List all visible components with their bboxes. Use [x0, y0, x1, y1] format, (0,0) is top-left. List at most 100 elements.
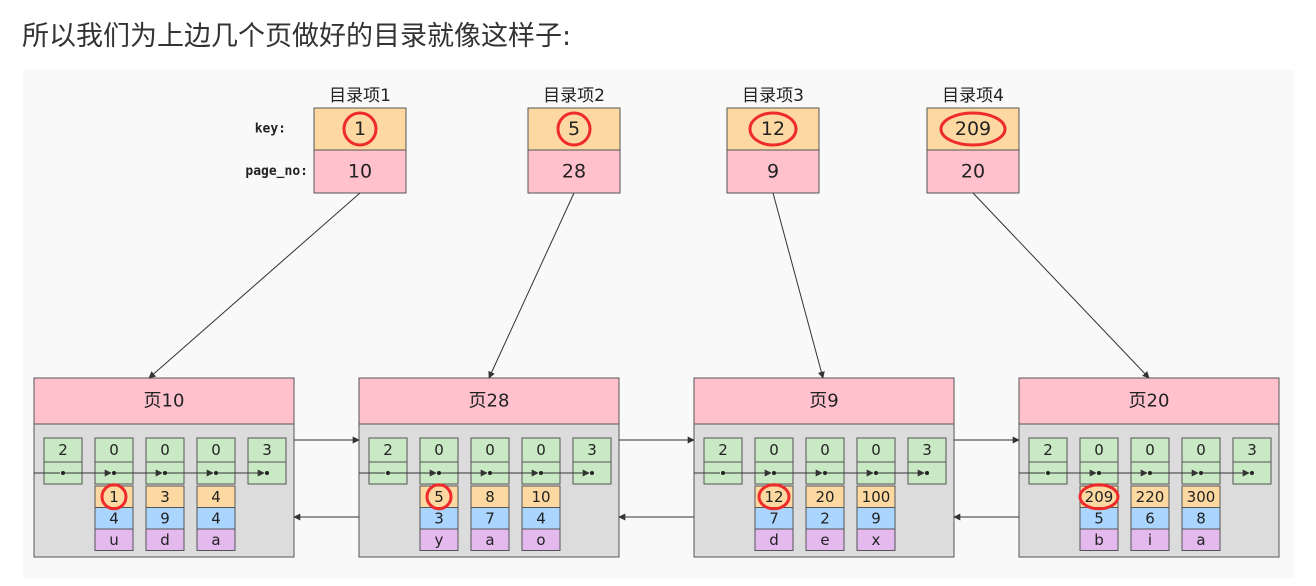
directory-key-highlight	[939, 111, 1007, 147]
record-col2-value: 7	[769, 509, 779, 527]
next-record-dot	[386, 471, 390, 475]
directory-key-value: 1	[354, 118, 366, 140]
record-header-cell	[907, 437, 947, 463]
record-header-value: 0	[109, 441, 119, 459]
next-record-dot	[1148, 471, 1152, 475]
record-key-value: 10	[531, 488, 550, 506]
next-record-dot	[1199, 471, 1203, 475]
next-record-dot	[488, 471, 492, 475]
directory-page-no-cell	[527, 149, 621, 194]
record-key-value: 12	[764, 488, 783, 506]
page-heading: 所以我们为上边几个页做好的目录就像这样子:	[22, 21, 572, 52]
record-col3-cell	[196, 528, 236, 551]
record-col2-value: 4	[109, 509, 119, 527]
directory-key-value: 12	[761, 118, 785, 140]
record-col3-cell	[805, 528, 845, 551]
directory-entry-title: 目录项3	[742, 86, 804, 106]
directory-key-highlight	[556, 111, 592, 147]
page-title: 页9	[809, 391, 838, 412]
next-record-dot	[1097, 471, 1101, 475]
record-header-value: 2	[1043, 441, 1053, 459]
record-col2-value: 9	[871, 509, 881, 527]
record-key-value: 1	[109, 488, 119, 506]
record-col3-cell	[754, 528, 794, 551]
record-col3-cell	[521, 528, 561, 551]
record-header-cell	[1130, 437, 1170, 463]
record-col3-value: y	[435, 531, 444, 549]
record-col2-value: 4	[211, 509, 221, 527]
record-header-value: 0	[485, 441, 495, 459]
directory-page-no-value: 28	[562, 161, 586, 183]
record-col2-value: 7	[485, 509, 495, 527]
directory-entry-title: 目录项1	[329, 86, 391, 106]
key-row-label: key:	[255, 122, 286, 137]
record-col3-cell	[470, 528, 510, 551]
record-header-value: 0	[1196, 441, 1206, 459]
directory-page-no-cell	[726, 149, 820, 194]
record-key-value: 4	[211, 488, 221, 506]
record-header-value: 0	[536, 441, 546, 459]
directory-page-no-cell	[926, 149, 1020, 194]
next-record-dot	[539, 471, 543, 475]
record-header-cell	[1079, 437, 1119, 463]
record-col3-cell	[856, 528, 896, 551]
record-header-cell	[572, 437, 612, 463]
record-col3-value: x	[872, 531, 881, 549]
next-record-dot	[590, 471, 594, 475]
page-header	[33, 377, 295, 425]
record-col3-cell	[1130, 528, 1170, 551]
record-header-value: 0	[434, 441, 444, 459]
record-header-value: 2	[718, 441, 728, 459]
record-col2-value: 5	[1094, 509, 1104, 527]
next-record-dot	[437, 471, 441, 475]
next-record-dot	[1046, 471, 1050, 475]
next-record-dot	[265, 471, 269, 475]
record-key-value: 209	[1085, 488, 1114, 506]
record-header-value: 3	[922, 441, 932, 459]
next-record-dot	[772, 471, 776, 475]
directory-entry-title: 目录项4	[942, 86, 1004, 106]
directory-key-highlight	[342, 111, 378, 147]
next-record-dot	[112, 471, 116, 475]
record-col3-value: i	[1148, 531, 1152, 549]
directory-key-cell	[726, 107, 820, 151]
record-header-cell	[368, 437, 408, 463]
directory-key-cell	[527, 107, 621, 151]
next-record-dot	[823, 471, 827, 475]
record-header-value: 3	[1247, 441, 1257, 459]
record-col2-value: 6	[1145, 509, 1155, 527]
directory-to-page-arrow	[972, 192, 1150, 379]
record-header-cell	[43, 437, 83, 463]
record-header-value: 2	[383, 441, 393, 459]
page-title: 页10	[144, 391, 185, 412]
record-col3-value: b	[1094, 531, 1104, 549]
record-header-cell	[470, 437, 510, 463]
page-header	[358, 377, 620, 425]
record-key-value: 20	[815, 488, 834, 506]
record-col3-cell	[145, 528, 185, 551]
record-header-value: 0	[160, 441, 170, 459]
record-header-value: 0	[1094, 441, 1104, 459]
directory-to-page-arrow	[772, 192, 825, 379]
record-header-cell	[1028, 437, 1068, 463]
directory-entry-title: 目录项2	[543, 86, 605, 106]
next-record-dot	[61, 471, 65, 475]
record-col3-value: a	[485, 531, 494, 549]
record-col3-value: d	[160, 531, 170, 549]
record-col3-cell	[419, 528, 459, 551]
directory-key-value: 209	[955, 118, 991, 140]
record-header-value: 3	[262, 441, 272, 459]
next-record-dot	[214, 471, 218, 475]
directory-to-page-arrow	[148, 192, 361, 379]
directory-page-no-value: 9	[767, 161, 779, 183]
page-title: 页28	[469, 391, 510, 412]
record-key-value: 300	[1187, 488, 1216, 506]
record-key-value: 100	[862, 488, 891, 506]
next-record-dot	[925, 471, 929, 475]
record-key-highlight	[100, 483, 128, 511]
record-header-value: 0	[820, 441, 830, 459]
record-header-value: 0	[211, 441, 221, 459]
page-title: 页20	[1129, 391, 1170, 412]
record-header-value: 0	[769, 441, 779, 459]
next-record-dot	[874, 471, 878, 475]
